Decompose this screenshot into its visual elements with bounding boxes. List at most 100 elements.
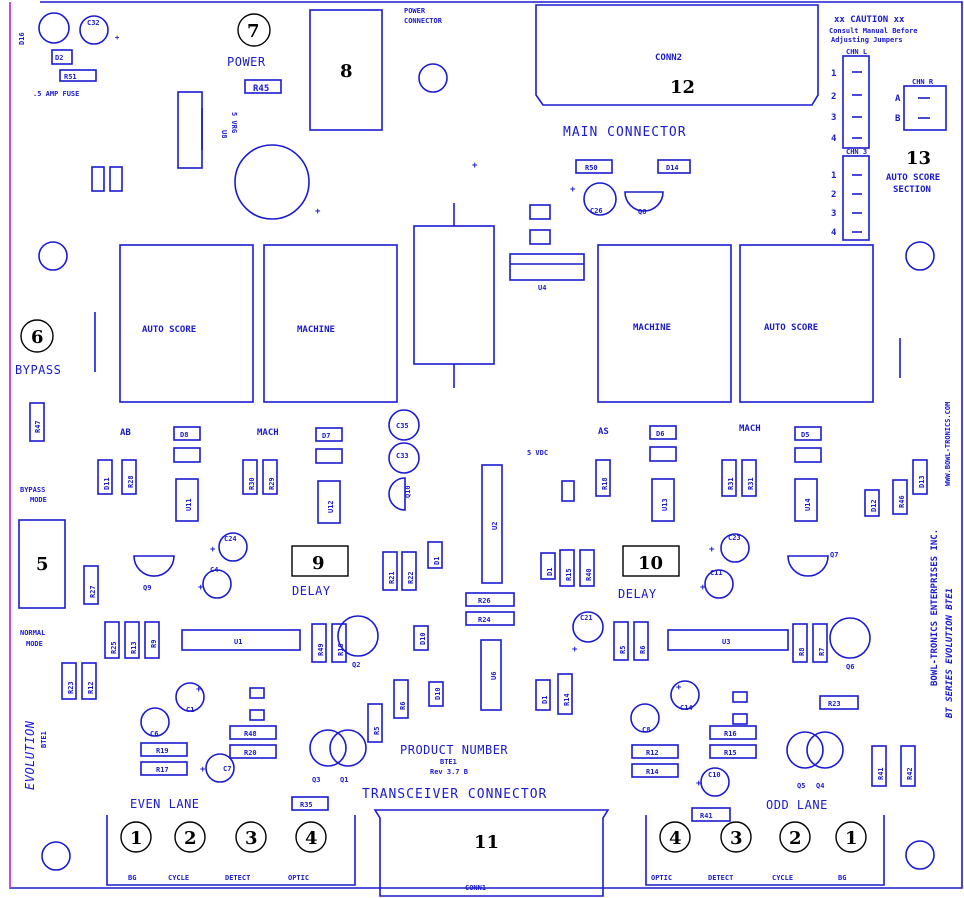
svg-text:OPTIC: OPTIC (288, 874, 309, 882)
svg-text:AUTO SCORE: AUTO SCORE (886, 173, 940, 183)
svg-text:+: + (200, 765, 206, 775)
svg-text:R12: R12 (646, 749, 659, 757)
svg-text:R8: R8 (798, 648, 806, 656)
svg-text:C6: C6 (150, 730, 158, 738)
svg-text:BTE1: BTE1 (440, 758, 457, 766)
svg-text:U14: U14 (804, 498, 812, 511)
svg-text:+: + (472, 161, 478, 171)
svg-text:1: 1 (831, 69, 836, 79)
svg-text:C4: C4 (210, 566, 218, 574)
svg-text:7: 7 (247, 21, 260, 42)
svg-text:CHN L: CHN L (846, 48, 867, 56)
svg-text:8: 8 (340, 61, 353, 82)
mounting-hole (41, 841, 71, 871)
svg-text:C32: C32 (87, 19, 100, 27)
svg-text:C35: C35 (396, 422, 409, 430)
svg-text:2: 2 (184, 828, 197, 849)
svg-text:1: 1 (130, 828, 143, 849)
svg-text:BOWL-TRONICS ENTERPRISES INC.: BOWL-TRONICS ENTERPRISES INC. (930, 529, 940, 686)
fuse-area: C32 + D2 R51 D16 .5 AMP FUSE (18, 12, 119, 98)
svg-text:3: 3 (245, 828, 258, 849)
svg-text:5 VRG: 5 VRG (230, 112, 238, 133)
svg-text:Consult Manual Before: Consult Manual Before (829, 27, 918, 35)
svg-text:D1: D1 (433, 557, 441, 565)
svg-text:R24: R24 (478, 616, 491, 624)
transceiver-connector-label: TRANSCEIVER CONNECTOR (362, 787, 547, 802)
svg-text:R48: R48 (244, 730, 257, 738)
svg-text:C33: C33 (396, 452, 409, 460)
svg-text:D1: D1 (541, 696, 549, 704)
svg-text:+: + (700, 583, 706, 593)
svg-text:D11: D11 (103, 477, 111, 490)
svg-text:R40: R40 (585, 568, 593, 581)
svg-text:U3: U3 (722, 638, 730, 646)
svg-text:R47: R47 (34, 420, 42, 433)
delay-label-left: DELAY (292, 584, 331, 598)
terminal-even-1: 1BG (120, 821, 152, 882)
svg-text:B: B (895, 114, 901, 124)
svg-text:11: 11 (474, 832, 499, 853)
svg-text:Q2: Q2 (352, 661, 360, 669)
svg-text:MODE: MODE (26, 640, 43, 648)
svg-text:CONN1: CONN1 (465, 884, 486, 892)
svg-text:MACH: MACH (257, 428, 279, 438)
odd-lane-label: ODD LANE (766, 798, 828, 812)
svg-text:R15: R15 (565, 568, 573, 581)
svg-text:+: + (315, 207, 321, 217)
svg-text:BYPASS: BYPASS (20, 486, 45, 494)
svg-text:C11: C11 (710, 569, 723, 577)
svg-text:MACH: MACH (739, 424, 761, 434)
svg-text:R16: R16 (724, 730, 737, 738)
svg-text:AB: AB (120, 428, 131, 438)
svg-text:R18: R18 (601, 477, 609, 490)
svg-text:2: 2 (831, 190, 836, 200)
svg-text:D13: D13 (918, 475, 926, 488)
svg-text:13: 13 (906, 148, 931, 169)
mounting-hole (38, 241, 68, 271)
svg-text:D12: D12 (870, 499, 878, 512)
svg-text:OPTIC: OPTIC (651, 874, 672, 882)
svg-text:U6: U6 (490, 672, 498, 680)
svg-text:3: 3 (831, 113, 836, 123)
svg-text:+: + (196, 685, 202, 695)
svg-text:R5: R5 (373, 727, 381, 735)
svg-text:D14: D14 (666, 164, 679, 172)
svg-text:5: 5 (36, 554, 49, 575)
svg-text:U8: U8 (220, 130, 228, 138)
svg-text:R7: R7 (818, 648, 826, 656)
svg-text:CHN R: CHN R (912, 78, 934, 86)
svg-text:R6: R6 (639, 646, 647, 654)
svg-text:CONN2: CONN2 (655, 53, 682, 63)
mounting-hole (418, 63, 448, 93)
svg-text:1: 1 (831, 171, 836, 181)
jumper-block-section: CHN 3 1 2 3 4 (831, 148, 870, 241)
svg-text:12: 12 (670, 77, 695, 98)
svg-text:R46: R46 (898, 495, 906, 508)
svg-text:Q1: Q1 (340, 776, 348, 784)
svg-text:MACHINE: MACHINE (633, 323, 671, 333)
svg-text:D10: D10 (419, 632, 427, 645)
svg-text:CYCLE: CYCLE (772, 874, 793, 882)
svg-text:Q7: Q7 (830, 551, 838, 559)
svg-text:D2: D2 (55, 54, 63, 62)
svg-text:2: 2 (789, 828, 802, 849)
svg-text:R17: R17 (156, 766, 169, 774)
svg-text:+: + (115, 34, 119, 42)
svg-text:EVOLUTION: EVOLUTION (23, 720, 37, 790)
svg-text:BG: BG (838, 874, 846, 882)
svg-text:R26: R26 (478, 597, 491, 605)
mounting-hole (905, 840, 935, 870)
svg-text:MODE: MODE (30, 496, 47, 504)
svg-text:POWER: POWER (404, 7, 426, 15)
svg-text:+: + (572, 645, 578, 655)
bypass-label: BYPASS (15, 363, 61, 377)
svg-text:R5: R5 (619, 646, 627, 654)
svg-text:R30: R30 (248, 477, 256, 490)
jumper-block-r: CHN R A B (895, 78, 947, 131)
svg-text:AUTO SCORE: AUTO SCORE (142, 325, 196, 335)
svg-text:+: + (198, 583, 204, 593)
svg-text:4: 4 (831, 134, 837, 144)
